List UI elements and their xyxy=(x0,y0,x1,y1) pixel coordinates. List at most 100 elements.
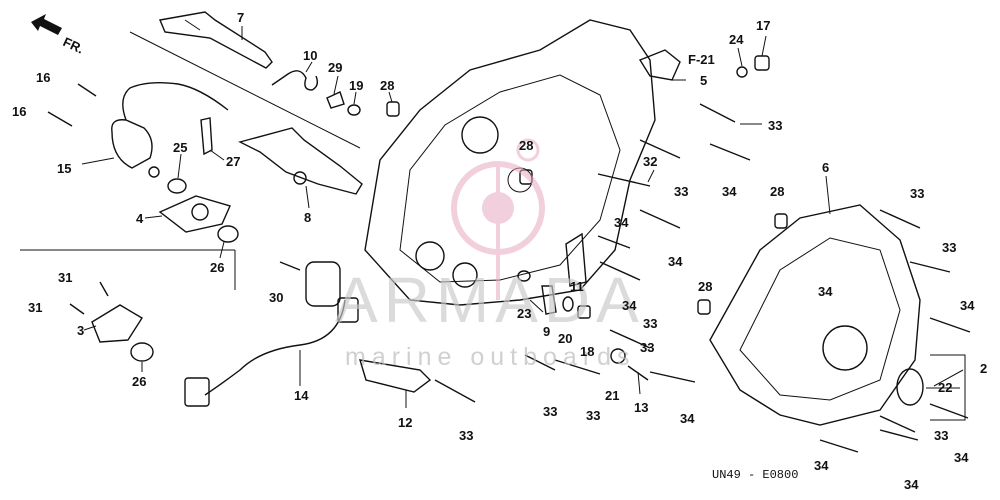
callout-label: 8 xyxy=(304,210,311,225)
shift-rod-part xyxy=(159,11,273,69)
side-cover-part xyxy=(709,204,921,426)
callout-label: 33 xyxy=(643,316,657,331)
callout-label: 33 xyxy=(640,340,654,355)
bolt-part xyxy=(47,111,73,127)
spring-part xyxy=(271,70,319,91)
callout-label: 33 xyxy=(942,240,956,255)
dowel-pin-part xyxy=(386,101,400,117)
watermark-logo xyxy=(451,138,545,300)
group-bracket xyxy=(930,354,966,421)
watermark-tagline: marine outboards xyxy=(345,343,636,371)
callout-label: 34 xyxy=(954,450,969,465)
callout-label: 12 xyxy=(398,415,412,430)
callout-label: 30 xyxy=(269,290,283,305)
pin-part xyxy=(200,117,213,156)
o-ring-part xyxy=(217,225,239,243)
callout-label: 33 xyxy=(543,404,557,419)
dowel-pin-part xyxy=(774,213,788,229)
callout-label: 10 xyxy=(303,48,317,63)
callout-label: 20 xyxy=(558,331,572,346)
callout-label: 28 xyxy=(770,184,784,199)
callout-label: 33 xyxy=(459,428,473,443)
o-ring-part xyxy=(167,178,187,194)
callout-label: 5 xyxy=(700,73,707,88)
bolt-part xyxy=(99,281,109,297)
callout-label: 34 xyxy=(722,184,737,199)
o-ring-part xyxy=(130,342,154,362)
callout-label: 15 xyxy=(57,161,71,176)
bracket-part xyxy=(638,49,681,81)
callout-label: 32 xyxy=(643,154,657,169)
callout-label: 7 xyxy=(237,10,244,25)
callout-label: 34 xyxy=(814,458,829,473)
section-divider xyxy=(129,31,361,149)
washer-part xyxy=(610,348,626,364)
switch-assembly-part xyxy=(111,81,229,178)
callout-label: 33 xyxy=(768,118,782,133)
watermark-brand: ARMADA xyxy=(335,264,645,336)
callout-label: 34 xyxy=(680,411,695,426)
callout-label: 34 xyxy=(622,298,637,313)
callout-label: 4 xyxy=(136,211,144,226)
clip-part xyxy=(326,91,345,109)
callout-label: 2 xyxy=(980,361,987,376)
cover-plate-part xyxy=(91,304,143,343)
section-reference: F-21 xyxy=(688,52,715,67)
nut-part xyxy=(577,305,591,319)
washer-part xyxy=(517,270,531,282)
callout-label: 13 xyxy=(634,400,648,415)
bolt-part xyxy=(77,83,97,97)
callout-labels: 7 10 29 19 28 16 16 15 25 27 4 8 26 24 1… xyxy=(12,10,987,492)
callout-label: 34 xyxy=(614,215,629,230)
callout-label: 31 xyxy=(28,300,42,315)
callout-label: 33 xyxy=(934,428,948,443)
direction-label: FR. xyxy=(61,34,86,56)
callout-label: 33 xyxy=(586,408,600,423)
solenoid-part xyxy=(279,261,341,307)
callout-label: 18 xyxy=(580,344,594,359)
callout-label: 34 xyxy=(960,298,975,313)
callout-label: 26 xyxy=(132,374,146,389)
callout-label: 16 xyxy=(36,70,50,85)
lever-part xyxy=(359,359,432,393)
callout-label: 34 xyxy=(668,254,683,269)
callout-label: 17 xyxy=(756,18,770,33)
callout-label: 16 xyxy=(12,104,26,119)
clutch-housing-part xyxy=(364,19,656,306)
callout-label: 22 xyxy=(938,380,952,395)
washer-part xyxy=(347,104,361,116)
nut-part xyxy=(754,55,770,71)
callout-label: 34 xyxy=(904,477,919,492)
callout-label: 28 xyxy=(519,138,533,153)
front-direction-arrow-icon xyxy=(31,14,62,35)
callout-label: 28 xyxy=(698,279,712,294)
washer-part xyxy=(562,296,574,312)
washer-part xyxy=(736,66,748,78)
callout-label: 9 xyxy=(543,324,550,339)
callout-label: 31 xyxy=(58,270,72,285)
callout-label: 14 xyxy=(294,388,309,403)
callout-label: 25 xyxy=(173,140,187,155)
bolt-part xyxy=(69,303,85,315)
callout-label: 26 xyxy=(210,260,224,275)
bracket-part xyxy=(565,232,587,287)
callout-label: 23 xyxy=(517,306,531,321)
leader-lines xyxy=(81,26,964,408)
callout-label: 21 xyxy=(605,388,619,403)
diagram-code: UN49 - E0800 xyxy=(712,468,798,482)
callout-label: 28 xyxy=(380,78,394,93)
callout-label: 33 xyxy=(674,184,688,199)
cover-plate-part xyxy=(158,195,231,233)
callout-label: 19 xyxy=(349,78,363,93)
callout-label: 27 xyxy=(226,154,240,169)
callout-label: 34 xyxy=(818,284,833,299)
callout-label: 33 xyxy=(910,186,924,201)
callout-label: 29 xyxy=(328,60,342,75)
wire-harness-part xyxy=(184,297,359,407)
dowel-pin-part xyxy=(697,299,711,315)
callout-label: 11 xyxy=(570,279,584,294)
bolt-set xyxy=(434,103,971,453)
shift-arm-part xyxy=(238,127,363,195)
